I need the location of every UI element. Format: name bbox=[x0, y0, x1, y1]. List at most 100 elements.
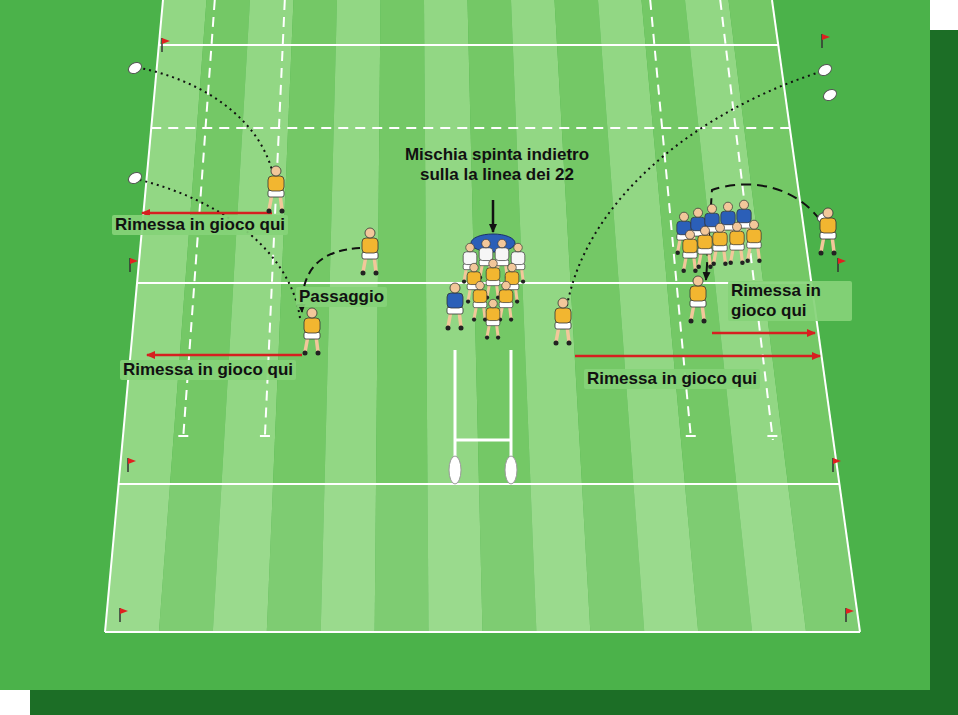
player-figure bbox=[485, 299, 500, 339]
player-figure bbox=[498, 281, 513, 321]
flag bbox=[838, 258, 846, 264]
player-head bbox=[701, 226, 710, 235]
players bbox=[267, 166, 837, 356]
player-head bbox=[489, 259, 498, 268]
player-head bbox=[694, 208, 703, 217]
player-boot bbox=[740, 260, 745, 265]
flag bbox=[833, 458, 841, 464]
player-figure bbox=[819, 208, 837, 256]
player-shirt bbox=[683, 239, 697, 253]
player-boot bbox=[361, 271, 366, 276]
player-boot bbox=[723, 261, 728, 266]
player-head bbox=[558, 298, 568, 308]
player-head bbox=[502, 281, 511, 290]
player-head bbox=[450, 283, 460, 293]
field-surround bbox=[0, 0, 930, 690]
field-stroke bbox=[686, 435, 696, 437]
player-shirt bbox=[486, 308, 500, 321]
player-head bbox=[686, 230, 695, 239]
player-boot bbox=[472, 317, 476, 321]
player-boot bbox=[496, 335, 500, 339]
flag bbox=[120, 608, 128, 614]
player-head bbox=[514, 243, 523, 252]
player-shirt bbox=[721, 211, 735, 225]
player-boot bbox=[554, 341, 559, 346]
scrum-caption: Mischia spinta indietro sulla la linea d… bbox=[388, 145, 606, 185]
player-shirt bbox=[495, 248, 509, 261]
player-boot bbox=[515, 299, 519, 303]
player-figure bbox=[681, 230, 697, 273]
player-shirt bbox=[304, 318, 320, 333]
drill-label: Rimessa in gioco qui bbox=[120, 360, 296, 380]
player-shirt bbox=[447, 293, 463, 308]
player-head bbox=[823, 208, 833, 218]
kick-trajectories bbox=[140, 68, 820, 318]
player-figure bbox=[446, 283, 464, 331]
player-head bbox=[750, 220, 759, 229]
player-figure bbox=[485, 259, 500, 299]
flag bbox=[822, 34, 830, 40]
field-stroke bbox=[151, 127, 790, 129]
field-stroke bbox=[178, 435, 188, 437]
player-boot bbox=[757, 258, 762, 263]
player-shirt bbox=[463, 252, 477, 265]
player-head bbox=[489, 299, 498, 308]
player-head bbox=[708, 204, 717, 213]
corner-flags bbox=[120, 34, 854, 622]
player-shirt bbox=[486, 268, 500, 281]
drill-label: Rimessa in gioco qui bbox=[584, 369, 760, 389]
player-figure bbox=[696, 226, 712, 269]
player-shirt bbox=[362, 238, 378, 253]
in-goal bbox=[105, 484, 860, 632]
player-boot bbox=[728, 260, 733, 265]
player-boot bbox=[485, 335, 489, 339]
player-boot bbox=[711, 261, 716, 266]
player-shirt bbox=[473, 290, 487, 303]
player-shirt bbox=[479, 248, 493, 261]
field-stroke bbox=[159, 44, 778, 46]
player-figure bbox=[267, 166, 285, 214]
player-head bbox=[470, 263, 479, 272]
player-shirt bbox=[820, 218, 836, 233]
player-head bbox=[365, 228, 375, 238]
player-figure bbox=[303, 308, 321, 356]
player-figure bbox=[472, 281, 487, 321]
player-head bbox=[466, 243, 475, 252]
player-boot bbox=[267, 209, 272, 214]
player-boot bbox=[316, 351, 321, 356]
player-shirt bbox=[499, 290, 513, 303]
player-figure bbox=[361, 228, 379, 276]
player-shirt bbox=[690, 286, 706, 301]
field-stroke bbox=[105, 0, 163, 632]
player-boot bbox=[521, 279, 525, 283]
flag bbox=[130, 258, 138, 264]
player-figure bbox=[728, 222, 744, 265]
player-boot bbox=[745, 258, 750, 263]
balls bbox=[126, 60, 838, 223]
field-stroke bbox=[260, 435, 270, 437]
player-head bbox=[498, 239, 507, 248]
player-shirt bbox=[730, 231, 744, 245]
player-head bbox=[271, 166, 281, 176]
player-head bbox=[724, 202, 733, 211]
field-stroke bbox=[105, 631, 860, 633]
player-boot bbox=[693, 268, 698, 273]
player-boot bbox=[509, 317, 513, 321]
player-boot bbox=[374, 271, 379, 276]
player-shirt bbox=[747, 229, 761, 243]
player-figure bbox=[745, 220, 761, 263]
player-boot bbox=[702, 319, 707, 324]
player-head bbox=[693, 276, 703, 286]
player-shirt bbox=[268, 176, 284, 191]
drill-label: Passaggio bbox=[296, 287, 387, 307]
player-head bbox=[482, 239, 491, 248]
player-head bbox=[307, 308, 317, 318]
player-boot bbox=[459, 326, 464, 331]
player-figure bbox=[689, 276, 707, 324]
player-boot bbox=[280, 209, 285, 214]
player-figure bbox=[554, 298, 572, 346]
drill-label: Rimessa in gioco qui bbox=[728, 281, 852, 321]
player-boot bbox=[466, 299, 470, 303]
player-shirt bbox=[698, 235, 712, 249]
